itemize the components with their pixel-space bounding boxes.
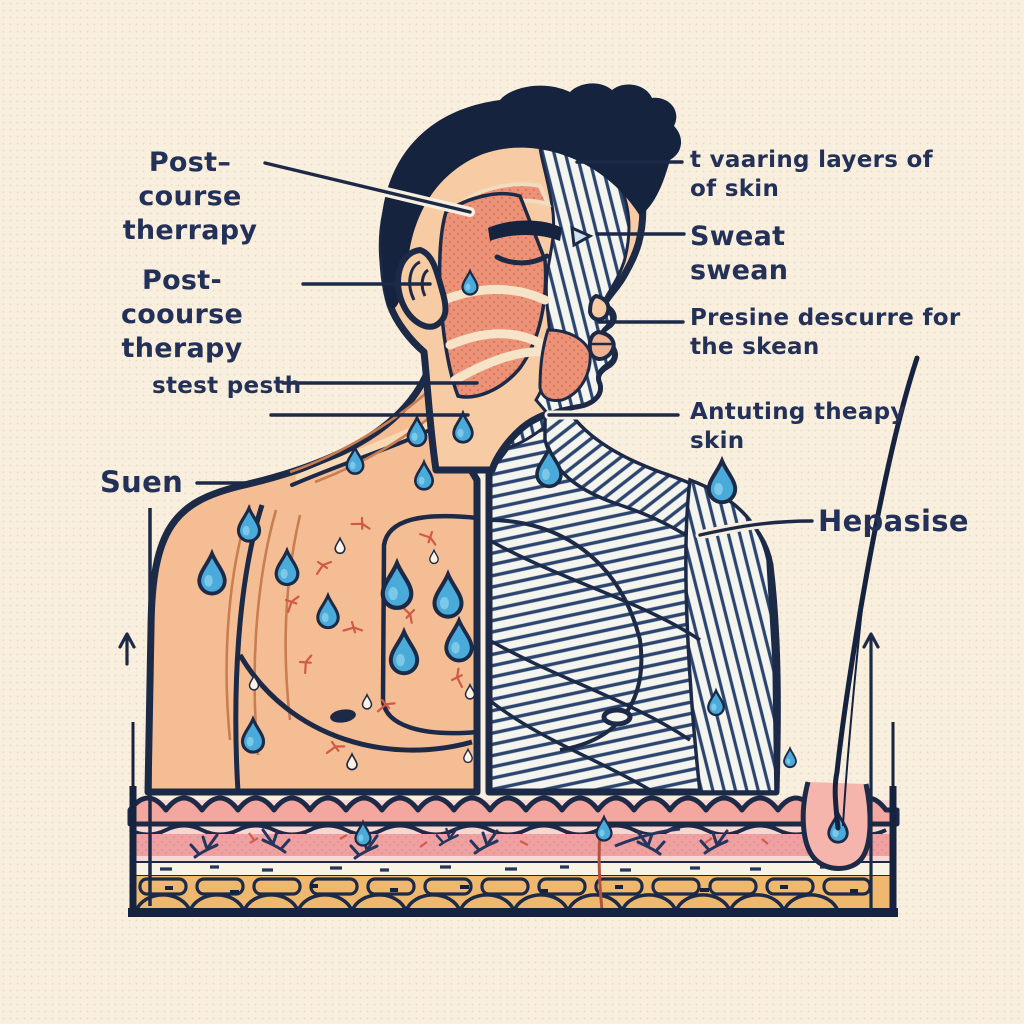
jaw-muscle-patch [538,328,592,402]
sweat-drop [783,747,797,769]
label-stest-pesth: stest pesth [152,373,302,399]
lips [587,329,616,361]
skin-cross-section [127,722,900,917]
white-band-dashes [160,865,829,872]
sweat-drop [706,458,738,505]
hair-shaft [832,355,920,831]
epidermis-layer [127,795,900,827]
label-suen: Suen [100,465,184,499]
dermis-layer [133,834,893,856]
side-borders [129,786,897,913]
up-arrow-left [118,632,136,666]
label-antuting-theapy-skin: Antuting theapy skin [690,399,906,454]
head [378,83,682,474]
ear [395,246,449,330]
bottom-border [128,908,898,917]
label-varying-layers-of-skin: t vaaring layers of of skin [690,147,933,202]
leader-post-course-therrapy [260,158,475,217]
fat-flecks [165,884,858,894]
nipple-left [330,709,356,723]
side-border-extensions [131,722,895,786]
nipple-right [601,707,633,727]
leader-hepasise [695,516,817,540]
eyebrow [488,220,562,241]
label-hepasise: Hepasise [818,504,969,538]
label-presine-descurre: Presine descurre for the skean [690,305,961,360]
fat-layer [133,876,893,917]
label-post-course-therrapy: Post–course therrapy [122,147,258,246]
eye-right-sliver [570,225,594,248]
label-sweat-swean: Sweat swean [690,221,789,286]
up-arrow-right [862,632,880,910]
nose [587,293,611,322]
smas-bands [439,285,550,385]
label-post-coourse-therapy: Post-coourse therapy [120,265,244,364]
hair [380,83,682,309]
closed-eye [494,253,550,266]
leader-lines [195,158,817,540]
hair-shaft-edge [842,571,867,827]
